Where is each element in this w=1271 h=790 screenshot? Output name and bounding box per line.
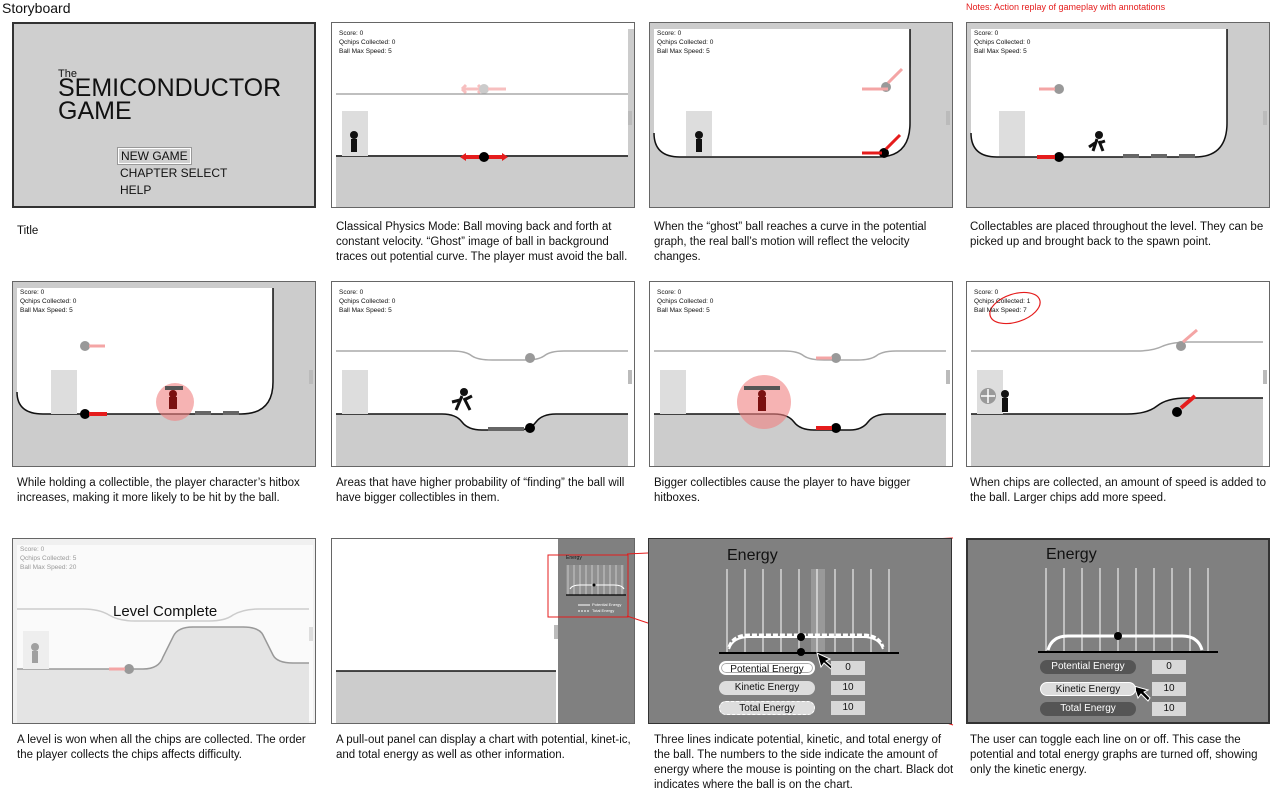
potential-energy-toggle[interactable]: Potential Energy bbox=[1040, 660, 1136, 674]
storyboard-frame-11: Energy Potential Energy 0 Kinetic Energy… bbox=[648, 538, 952, 724]
storyboard-frame-10: Energy Potential Energy Total Energy bbox=[331, 538, 635, 724]
gameplay-scene bbox=[650, 23, 952, 207]
energy-chart bbox=[968, 540, 1268, 722]
caption-2: Classical Physics Mode: Ball moving back… bbox=[336, 221, 628, 263]
storyboard-frame-12: Energy Potential Energy 0 Kinetic Energy… bbox=[966, 538, 1270, 724]
caption-5: While holding a collectible, the player … bbox=[17, 477, 300, 504]
potential-energy-value: 0 bbox=[831, 661, 865, 675]
game-title: SEMICONDUCTOR GAME bbox=[58, 74, 282, 125]
level-complete-text: Level Complete bbox=[113, 603, 218, 620]
energy-title: Energy bbox=[1046, 546, 1097, 563]
gameplay-scene bbox=[336, 288, 632, 466]
title-the: The bbox=[58, 68, 77, 80]
storyboard-frame-title: The SEMICONDUCTOR GAME NEW GAME CHAPTER … bbox=[12, 22, 316, 208]
caption-11: Three lines indicate potential, kinetic,… bbox=[654, 734, 954, 790]
mini-legend-potential: Potential Energy bbox=[592, 602, 622, 607]
energy-title: Energy bbox=[727, 547, 778, 564]
player-icon bbox=[350, 131, 358, 152]
notes-text: Notes: Action replay of gameplay with an… bbox=[966, 2, 1166, 12]
gameplay-scene bbox=[336, 29, 634, 207]
caption-7: Bigger collectibles cause the player to … bbox=[654, 477, 911, 504]
kinetic-energy-value: 10 bbox=[831, 681, 865, 695]
player-running bbox=[451, 388, 473, 411]
total-energy-value: 10 bbox=[1152, 702, 1186, 716]
total-energy-toggle[interactable]: Total Energy bbox=[1040, 702, 1136, 716]
gameplay-scene bbox=[13, 282, 315, 466]
player-running bbox=[1088, 131, 1106, 152]
kinetic-energy-toggle[interactable]: Kinetic Energy bbox=[719, 681, 815, 695]
energy-chart bbox=[649, 539, 951, 723]
pullout-scene bbox=[332, 539, 634, 723]
total-energy-value: 10 bbox=[831, 701, 865, 715]
kinetic-line bbox=[1046, 634, 1204, 651]
mini-legend-total: Total Energy bbox=[592, 608, 615, 613]
mouse-cursor-icon bbox=[1133, 685, 1151, 702]
caption-4: Collectables are placed throughout the l… bbox=[970, 221, 1264, 248]
caption-1: Title bbox=[17, 225, 39, 237]
chapter-select-button[interactable]: CHAPTER SELECT bbox=[120, 166, 228, 180]
caption-10: A pull-out panel can display a chart wit… bbox=[336, 734, 631, 761]
ghost-ball bbox=[460, 83, 506, 95]
gameplay-scene bbox=[13, 539, 315, 723]
mini-energy-chart bbox=[566, 565, 626, 612]
total-line bbox=[727, 633, 885, 648]
kinetic-energy-toggle[interactable]: Kinetic Energy bbox=[1040, 682, 1136, 696]
gameplay-scene bbox=[654, 288, 950, 466]
caption-12: The user can toggle each line on or off.… bbox=[970, 734, 1258, 776]
player-icon bbox=[695, 131, 703, 152]
caption-3: When the “ghost” ball reaches a curve in… bbox=[654, 221, 927, 263]
total-energy-toggle[interactable]: Total Energy bbox=[719, 701, 815, 715]
gameplay-scene bbox=[967, 23, 1269, 207]
mini-energy-title: Energy bbox=[566, 555, 582, 561]
kinetic-energy-value: 10 bbox=[1152, 682, 1186, 696]
caption-9: A level is won when all the chips are co… bbox=[17, 734, 306, 761]
chart-gridlines bbox=[726, 569, 890, 653]
caption-6: Areas that have higher probability of “f… bbox=[336, 477, 625, 504]
caption-8: When chips are collected, an amount of s… bbox=[970, 477, 1266, 504]
potential-energy-value: 0 bbox=[1152, 660, 1186, 674]
help-button[interactable]: HELP bbox=[120, 183, 152, 197]
gameplay-scene bbox=[971, 288, 1267, 466]
potential-energy-toggle[interactable]: Potential Energy bbox=[719, 661, 815, 675]
new-game-button[interactable]: NEW GAME bbox=[117, 147, 192, 165]
page-title: Storyboard bbox=[2, 0, 71, 16]
